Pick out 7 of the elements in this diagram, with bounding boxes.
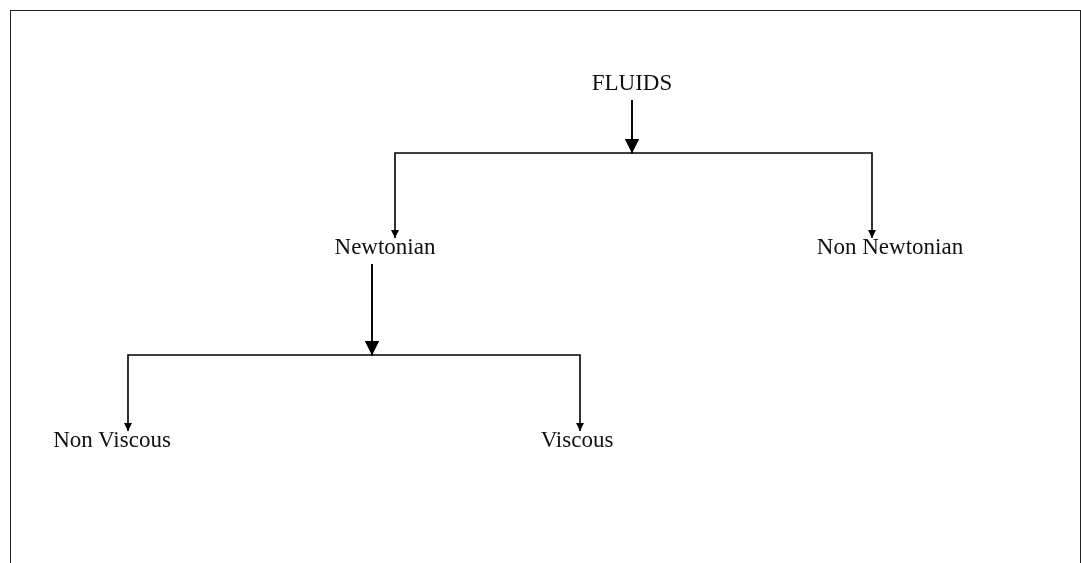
node-label: FLUIDS	[591, 70, 673, 97]
node-label: Viscous	[540, 427, 614, 454]
node-label: Non Viscous	[53, 427, 171, 454]
arrow	[625, 99, 876, 239]
node-label: Non Newtonian	[816, 234, 964, 261]
arrow	[365, 263, 584, 432]
node-label: Newtonian	[334, 234, 436, 261]
